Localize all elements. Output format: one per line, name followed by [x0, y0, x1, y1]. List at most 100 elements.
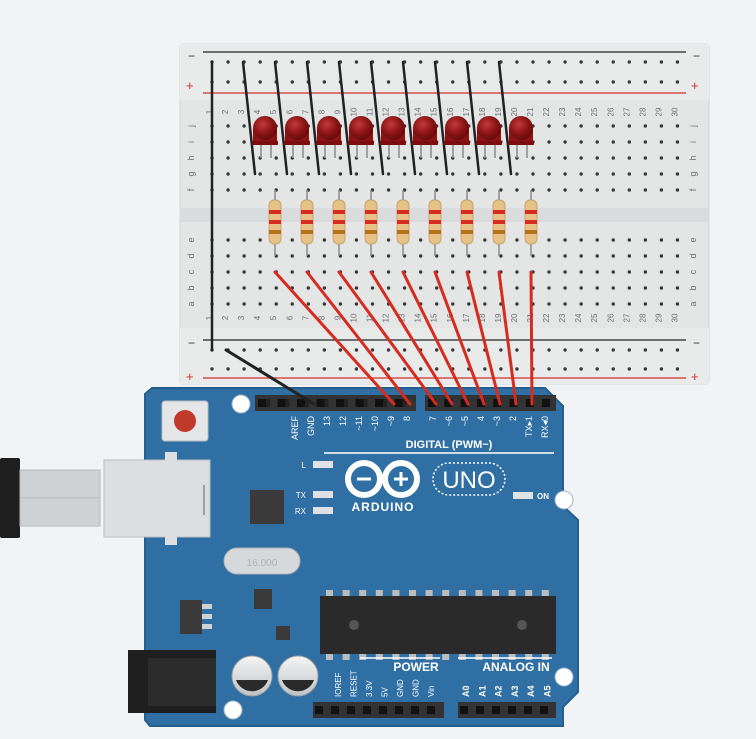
analog-pin-socket[interactable]: [524, 706, 532, 714]
breadboard-hole[interactable]: [547, 367, 551, 371]
breadboard-hole[interactable]: [435, 156, 439, 160]
breadboard-hole[interactable]: [547, 80, 551, 84]
digital-pin-socket[interactable]: [336, 399, 344, 407]
digital-pin-socket[interactable]: [355, 399, 364, 407]
breadboard-hole[interactable]: [483, 172, 487, 176]
breadboard-hole[interactable]: [242, 238, 246, 242]
breadboard-hole[interactable]: [242, 286, 246, 290]
breadboard-hole[interactable]: [595, 156, 599, 160]
breadboard-hole[interactable]: [451, 286, 455, 290]
breadboard-hole[interactable]: [675, 348, 680, 352]
breadboard-hole[interactable]: [675, 302, 680, 306]
breadboard-hole[interactable]: [306, 286, 310, 290]
breadboard-hole[interactable]: [675, 156, 680, 160]
breadboard-hole[interactable]: [547, 156, 551, 160]
breadboard-hole[interactable]: [258, 172, 262, 176]
breadboard-hole[interactable]: [418, 188, 423, 192]
breadboard-hole[interactable]: [515, 60, 519, 64]
breadboard-hole[interactable]: [435, 172, 439, 176]
breadboard-hole[interactable]: [386, 80, 391, 84]
breadboard-hole[interactable]: [611, 60, 615, 64]
analog-pin-socket[interactable]: [460, 706, 468, 714]
breadboard-hole[interactable]: [354, 60, 359, 64]
breadboard-hole[interactable]: [563, 80, 567, 84]
resistor[interactable]: [300, 190, 314, 256]
breadboard-hole[interactable]: [547, 254, 551, 258]
breadboard-hole[interactable]: [226, 286, 230, 290]
breadboard-hole[interactable]: [515, 80, 519, 84]
breadboard-hole[interactable]: [547, 286, 551, 290]
digital-pin-socket[interactable]: [394, 399, 403, 407]
breadboard-hole[interactable]: [306, 156, 310, 160]
breadboard-hole[interactable]: [274, 367, 278, 371]
breadboard-hole[interactable]: [675, 270, 680, 274]
breadboard-hole[interactable]: [579, 172, 583, 176]
breadboard-hole[interactable]: [226, 302, 230, 306]
resistor[interactable]: [524, 190, 538, 256]
breadboard-hole[interactable]: [483, 286, 487, 290]
breadboard-hole[interactable]: [659, 172, 664, 176]
breadboard-hole[interactable]: [467, 172, 471, 176]
breadboard-hole[interactable]: [306, 348, 310, 352]
breadboard-hole[interactable]: [274, 348, 278, 352]
breadboard-hole[interactable]: [306, 302, 310, 306]
breadboard-hole[interactable]: [322, 60, 327, 64]
breadboard-hole[interactable]: [322, 80, 327, 84]
breadboard-hole[interactable]: [242, 172, 246, 176]
breadboard-hole[interactable]: [322, 286, 327, 290]
resistors[interactable]: [268, 190, 538, 256]
breadboard-hole[interactable]: [290, 254, 294, 258]
breadboard-hole[interactable]: [386, 238, 391, 242]
power-pin-socket[interactable]: [395, 706, 403, 714]
signal-wire[interactable]: [401, 270, 470, 406]
breadboard-hole[interactable]: [659, 60, 664, 64]
resistor[interactable]: [492, 190, 506, 256]
breadboard-hole[interactable]: [386, 172, 391, 176]
breadboard-hole[interactable]: [643, 124, 648, 128]
breadboard-hole[interactable]: [402, 302, 407, 306]
resistor[interactable]: [428, 190, 442, 256]
breadboard-hole[interactable]: [611, 348, 615, 352]
breadboard-hole[interactable]: [467, 156, 471, 160]
breadboard-hole[interactable]: [338, 367, 343, 371]
breadboard-hole[interactable]: [579, 302, 583, 306]
breadboard-hole[interactable]: [402, 348, 407, 352]
signal-wire[interactable]: [497, 270, 518, 406]
breadboard-hole[interactable]: [451, 172, 455, 176]
breadboard-hole[interactable]: [531, 172, 535, 176]
digital-pin-socket[interactable]: [258, 399, 266, 407]
analog-pin-socket[interactable]: [476, 706, 484, 714]
breadboard-hole[interactable]: [418, 367, 423, 371]
breadboard-hole[interactable]: [643, 254, 648, 258]
breadboard-hole[interactable]: [354, 172, 359, 176]
breadboard-hole[interactable]: [258, 302, 262, 306]
breadboard-hole[interactable]: [435, 286, 439, 290]
breadboard-hole[interactable]: [226, 140, 230, 144]
breadboard-hole[interactable]: [483, 80, 487, 84]
breadboard-hole[interactable]: [563, 367, 567, 371]
red-led[interactable]: [284, 116, 310, 158]
breadboard-hole[interactable]: [659, 140, 664, 144]
breadboard-hole[interactable]: [547, 172, 551, 176]
breadboard-hole[interactable]: [274, 156, 278, 160]
breadboard-hole[interactable]: [338, 286, 343, 290]
breadboard-hole[interactable]: [242, 348, 246, 352]
breadboard-hole[interactable]: [611, 140, 615, 144]
breadboard-hole[interactable]: [563, 238, 567, 242]
red-led[interactable]: [316, 116, 342, 158]
breadboard-hole[interactable]: [451, 60, 455, 64]
breadboard-hole[interactable]: [322, 188, 327, 192]
breadboard-hole[interactable]: [290, 302, 294, 306]
breadboard-hole[interactable]: [499, 348, 503, 352]
digital-pin-socket[interactable]: [476, 399, 485, 407]
breadboard-hole[interactable]: [515, 286, 519, 290]
breadboard-hole[interactable]: [595, 270, 599, 274]
breadboard-hole[interactable]: [242, 124, 246, 128]
reset-button[interactable]: [174, 410, 196, 432]
breadboard-hole[interactable]: [563, 156, 567, 160]
breadboard-hole[interactable]: [579, 238, 583, 242]
red-led[interactable]: [476, 116, 502, 158]
breadboard-hole[interactable]: [627, 140, 631, 144]
breadboard-hole[interactable]: [579, 140, 583, 144]
